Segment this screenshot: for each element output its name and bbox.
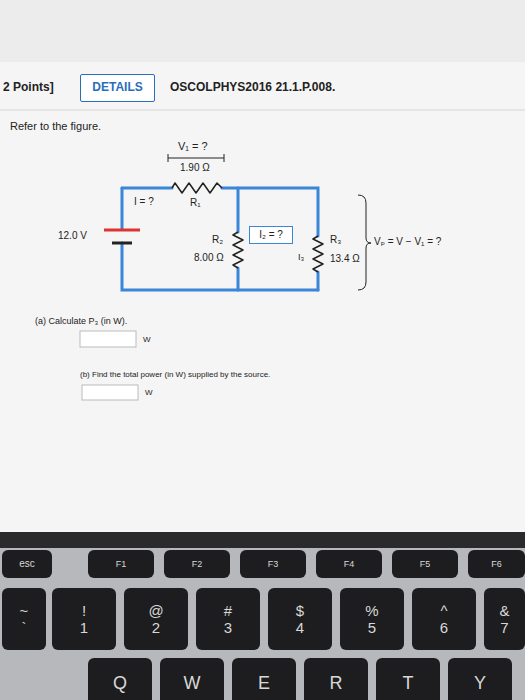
answer-box bbox=[82, 385, 138, 400]
keyboard-key: T bbox=[376, 658, 440, 700]
label: 2 Points] bbox=[3, 81, 54, 95]
keyboard-key: #3 bbox=[196, 588, 260, 650]
screen-top bbox=[0, 0, 525, 62]
key-legend: % bbox=[365, 602, 378, 619]
keyboard-key: %5 bbox=[340, 588, 404, 650]
bezel bbox=[0, 532, 525, 548]
label: 8.00 Ω bbox=[194, 252, 224, 264]
box-text: I₂ = ? bbox=[259, 229, 283, 241]
key-legend: F5 bbox=[420, 559, 431, 569]
label: W bbox=[143, 335, 151, 344]
keyboard-key: F2 bbox=[164, 550, 230, 578]
key-legend: 5 bbox=[368, 619, 376, 636]
label: I₃ bbox=[298, 252, 304, 262]
keyboard-key: R bbox=[304, 658, 368, 700]
circuit-wires bbox=[122, 188, 318, 290]
key-legend: W bbox=[184, 673, 201, 694]
key-legend: & bbox=[499, 602, 509, 619]
wire bbox=[237, 188, 240, 232]
key-legend: $ bbox=[296, 602, 304, 619]
label: I = ? bbox=[134, 196, 154, 208]
label: 1.90 Ω bbox=[180, 162, 210, 174]
keyboard-deck bbox=[0, 548, 525, 700]
box-text: DETAILS bbox=[92, 81, 142, 95]
key-legend: Q bbox=[113, 673, 127, 694]
key-legend: F4 bbox=[344, 559, 355, 569]
wire bbox=[122, 187, 172, 190]
resistor-symbol bbox=[233, 232, 243, 268]
label: 12.0 V bbox=[58, 230, 87, 242]
label: W bbox=[145, 388, 153, 397]
key-legend: 4 bbox=[296, 619, 304, 636]
voltage-bar bbox=[168, 154, 224, 162]
separator bbox=[0, 110, 525, 111]
key-legend: Y bbox=[474, 673, 486, 694]
keyboard-key: E bbox=[232, 658, 296, 700]
label: 13.4 Ω bbox=[330, 253, 360, 265]
label: OSCOLPHYS2016 21.1.P.008. bbox=[170, 81, 335, 95]
key-legend: T bbox=[403, 673, 414, 694]
keyboard-key: !1 bbox=[52, 588, 116, 650]
key-legend: ^ bbox=[440, 602, 447, 619]
keyboard-key: Q bbox=[88, 658, 152, 700]
resistor-symbol bbox=[313, 236, 323, 272]
wire bbox=[317, 272, 320, 290]
label: Vₚ = V − V₁ = ? bbox=[374, 236, 441, 248]
wire bbox=[122, 243, 318, 290]
resistors bbox=[172, 183, 323, 272]
label: (b) Find the total power (in W) supplied… bbox=[80, 370, 270, 379]
wire bbox=[121, 188, 124, 229]
current-label-box: I₂ = ? bbox=[249, 226, 293, 244]
key-legend: F1 bbox=[116, 559, 127, 569]
key-legend: 3 bbox=[224, 619, 232, 636]
key-legend: E bbox=[258, 673, 270, 694]
keyboard-key: @2 bbox=[124, 588, 188, 650]
label: R₃ bbox=[330, 234, 341, 246]
keyboard-key: $4 bbox=[268, 588, 332, 650]
battery-plate bbox=[112, 242, 132, 245]
key-legend: esc bbox=[19, 558, 35, 570]
resistor-symbol bbox=[172, 183, 222, 193]
label: V₁ = ? bbox=[178, 140, 208, 153]
key-legend: ` bbox=[22, 619, 27, 636]
keyboard-key: Y bbox=[448, 658, 512, 700]
bracket bbox=[358, 195, 371, 290]
keyboard-key: F3 bbox=[240, 550, 306, 578]
keyboard-key: ~` bbox=[2, 588, 46, 650]
label: R₂ bbox=[212, 234, 223, 246]
keyboard-key: &7 bbox=[484, 588, 525, 650]
key-legend: ~ bbox=[20, 602, 29, 619]
keyboard-key: W bbox=[160, 658, 224, 700]
wire bbox=[237, 268, 240, 290]
keyboard-key: F1 bbox=[88, 550, 154, 578]
label: R₁ bbox=[190, 197, 201, 209]
key-legend: ! bbox=[82, 602, 86, 619]
key-legend: 6 bbox=[440, 619, 448, 636]
key-legend: F6 bbox=[491, 559, 502, 569]
label: (a) Calculate P₃ (in W). bbox=[35, 316, 127, 326]
answer-box bbox=[80, 331, 136, 347]
keyboard-key: esc bbox=[2, 550, 52, 578]
voltage-bar bbox=[168, 154, 224, 162]
key-legend: # bbox=[224, 602, 232, 619]
keyboard-key: ^6 bbox=[412, 588, 476, 650]
keyboard-key: F6 bbox=[468, 550, 525, 578]
key-legend: 1 bbox=[80, 619, 88, 636]
battery-plate bbox=[104, 229, 140, 232]
key-legend: 7 bbox=[500, 619, 508, 636]
key-legend: R bbox=[330, 673, 343, 694]
keyboard-key: F4 bbox=[316, 550, 382, 578]
key-legend: @ bbox=[148, 602, 163, 619]
key-legend: 2 bbox=[152, 619, 160, 636]
keyboard-key: F5 bbox=[392, 550, 458, 578]
key-legend: F3 bbox=[268, 559, 279, 569]
screen bbox=[0, 0, 525, 532]
details-button: DETAILS bbox=[80, 74, 155, 102]
label: Refer to the figure. bbox=[10, 120, 101, 133]
key-legend: F2 bbox=[192, 559, 203, 569]
